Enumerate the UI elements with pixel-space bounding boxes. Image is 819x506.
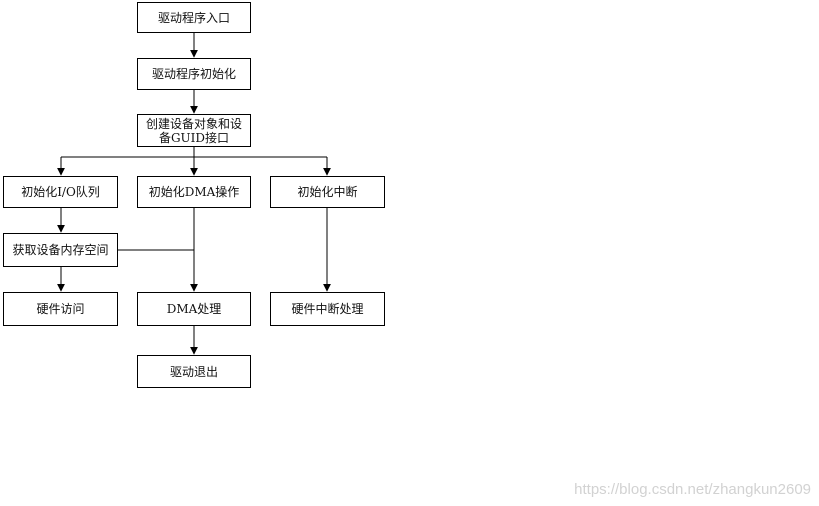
node-driver-init-label: 驱动程序初始化 bbox=[151, 67, 236, 81]
node-hardware-interrupt-label: 硬件中断处理 bbox=[291, 302, 364, 316]
node-get-memory-space: 获取设备内存空间 bbox=[3, 233, 118, 267]
node-init-interrupt-label: 初始化中断 bbox=[297, 185, 358, 199]
node-driver-exit-label: 驱动退出 bbox=[169, 364, 218, 379]
node-hardware-access: 硬件访问 bbox=[3, 292, 118, 326]
node-create-device-line2: 备GUID接口 bbox=[158, 130, 230, 145]
node-driver-entry-label: 驱动程序入口 bbox=[157, 10, 230, 25]
node-dma-process: DMA处理 bbox=[137, 292, 251, 326]
node-hardware-interrupt: 硬件中断处理 bbox=[270, 292, 385, 326]
node-init-interrupt: 初始化中断 bbox=[270, 176, 385, 208]
node-dma-process-label: DMA处理 bbox=[166, 302, 222, 316]
watermark: https://blog.csdn.net/zhangkun2609 bbox=[574, 481, 811, 498]
node-driver-entry: 驱动程序入口 bbox=[137, 2, 251, 33]
node-get-memory-space-label: 获取设备内存空间 bbox=[12, 243, 109, 257]
node-driver-init: 驱动程序初始化 bbox=[137, 58, 251, 90]
node-init-io-queue: 初始化I/O队列 bbox=[3, 176, 118, 208]
node-init-io-queue-label: 初始化I/O队列 bbox=[21, 185, 100, 199]
node-driver-exit: 驱动退出 bbox=[137, 355, 251, 388]
node-init-dma-label: 初始化DMA操作 bbox=[148, 185, 240, 199]
node-create-device-line1: 创建设备对象和设 bbox=[145, 116, 242, 131]
node-hardware-access-label: 硬件访问 bbox=[36, 302, 85, 316]
node-create-device: 创建设备对象和设 备GUID接口 bbox=[137, 114, 251, 147]
node-init-dma: 初始化DMA操作 bbox=[137, 176, 251, 208]
